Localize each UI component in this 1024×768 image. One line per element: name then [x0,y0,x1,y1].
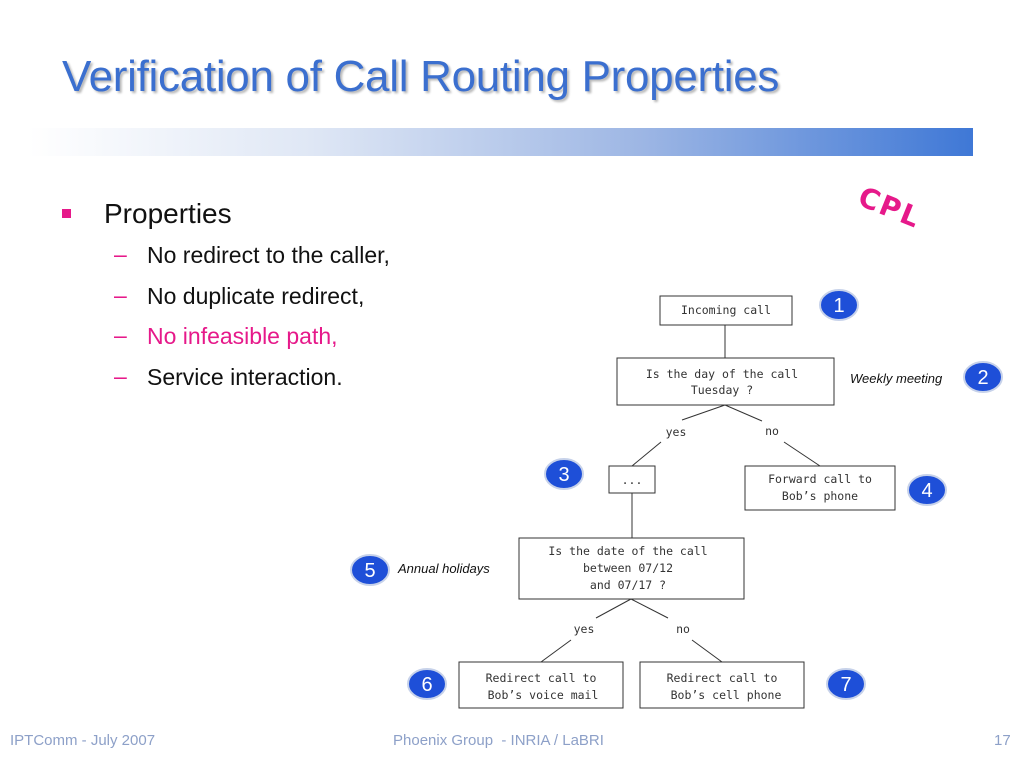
annotation-weekly-meeting: Weekly meeting [850,371,943,386]
edge-date-no [630,598,669,619]
badge-number: 6 [421,674,432,696]
badge-number: 1 [833,295,844,317]
edge-label-no: no [676,622,690,636]
dash-bullet-icon: – [114,322,127,348]
node-text: ... [622,473,643,487]
node-text: and 07/17 ? [590,578,666,592]
footer-event: IPTComm - July 2007 [10,732,156,749]
node-text: Forward call to [768,472,872,486]
badge-1: 1 [819,289,859,321]
node-text: Bob’s phone [782,489,858,503]
node-text: Is the day of the call [646,367,798,381]
dash-bullet-icon: – [114,362,127,389]
edge-label-yes: yes [574,622,595,636]
node-date-check: Is the date of the call between 07/12 an… [518,537,745,600]
node-text: Redirect call to [667,671,778,685]
edge-label-yes: yes [666,425,687,439]
node-text: Bob’s cell phone [671,688,782,702]
dash-bullet-icon: – [114,281,127,308]
edge-label-no: no [765,424,779,438]
badge-4: 4 [907,474,947,506]
edge-no-forward [783,441,821,467]
badge-7: 7 [826,668,866,700]
annotation-annual-holidays: Annual holidays [397,561,490,576]
edge-no-cellphone [691,639,723,663]
node-redirect-cellphone: Redirect call to Bob’s cell phone [639,661,805,709]
node-text: Incoming call [681,303,771,317]
edge-date-yes [595,598,632,619]
sub-bullet-text: No redirect to the caller, [147,242,390,268]
badge-2: 2 [963,361,1003,393]
dash-bullet-icon: – [114,241,127,267]
node-tuesday-check: Is the day of the call Tuesday ? [616,357,835,406]
node-incoming-call: Incoming call [659,295,793,326]
node-text: Redirect call to [486,671,597,685]
footer-page-number: 17 [994,732,1011,749]
node-text: Tuesday ? [691,383,753,397]
node-redirect-voicemail: Redirect call to Bob’s voice mail [458,661,624,709]
node-forward-call: Forward call to Bob’s phone [744,465,896,511]
badge-5: 5 [350,554,390,586]
square-bullet-icon [62,209,71,218]
badge-3: 3 [544,458,584,490]
badge-number: 4 [921,480,932,502]
node-ellipsis: ... [608,465,656,494]
connector-lines [540,325,821,663]
sub-bullet-text: No duplicate redirect, [147,282,365,309]
slide-title: Verification of Call Routing Properties [62,52,780,101]
sub-bullet-text: Service interaction. [147,363,343,390]
node-text: Bob’s voice mail [488,688,599,702]
node-text: Is the date of the call [548,544,707,558]
edge-tuesday-no [724,404,763,422]
badge-6: 6 [407,668,447,700]
edge-yes-voicemail [540,639,572,663]
badge-number: 2 [977,367,988,389]
badge-number: 7 [840,674,851,696]
sub-bullet-text: No infeasible path, [147,323,338,349]
footer-organization: Phoenix Group - INRIA / LaBRI [393,732,604,749]
bullet-heading: Properties [104,198,232,229]
edge-yes-dots [631,441,662,467]
title-underline-bar [28,128,973,156]
badge-number: 3 [558,464,569,486]
badge-number: 5 [364,560,375,582]
node-text: between 07/12 [583,561,673,575]
edge-tuesday-yes [681,404,726,421]
